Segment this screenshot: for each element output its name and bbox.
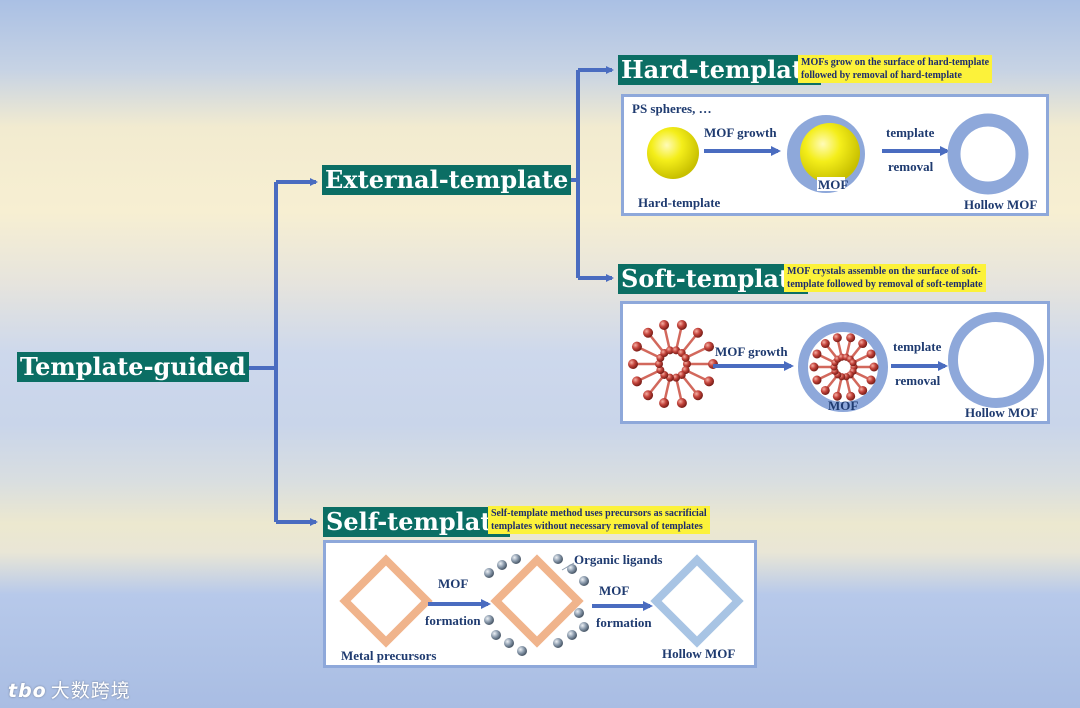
- ps-sphere: [647, 127, 699, 179]
- node-external-template: External-template: [322, 165, 572, 195]
- micelle-head: [672, 373, 681, 382]
- note-soft-template: MOF crystals assemble on the surface of …: [784, 264, 986, 292]
- metal-precursors-label: Metal precursors: [341, 648, 437, 663]
- micelle-head: [704, 341, 715, 352]
- micelle-head: [631, 341, 642, 352]
- micelle-head: [812, 349, 822, 359]
- hollow-mof-label: Hollow MOF: [965, 405, 1039, 420]
- micelle-head: [866, 349, 876, 359]
- ligand-ball: [579, 576, 589, 586]
- hollow-mof-ring: [947, 113, 1029, 195]
- mof-label-bg: [817, 177, 845, 191]
- micelle-head: [643, 327, 654, 338]
- mof-growth-label: MOF growth: [704, 125, 777, 140]
- self-template-panel: Organic ligands MOF formation MOF format…: [323, 540, 757, 668]
- mof-shell: [798, 322, 888, 412]
- ligand-ball: [567, 630, 577, 640]
- ligand-ball: [504, 638, 514, 648]
- node-soft-template: Soft-template: [618, 264, 809, 294]
- ligand-ball: [574, 608, 584, 618]
- self-template-illustration: [339, 554, 744, 656]
- micelle-head: [665, 346, 674, 355]
- micelle-head: [809, 362, 819, 372]
- ligand-ball: [553, 554, 563, 564]
- ligand-ball: [517, 646, 527, 656]
- hollow-mof-ring: [948, 312, 1044, 408]
- ligand-ball: [497, 560, 507, 570]
- hollow-mof-label: Hollow MOF: [964, 197, 1038, 212]
- micelle-head: [683, 360, 691, 368]
- micelle-head: [692, 390, 703, 401]
- mof-formation-label-1b: formation: [425, 613, 481, 628]
- micelle-head: [832, 391, 842, 401]
- ps-spheres-label: PS spheres, …: [632, 101, 712, 116]
- micelle-head: [846, 391, 856, 401]
- soft-template-micelle: [628, 320, 718, 408]
- ligand-ball: [484, 568, 494, 578]
- mof-growth-label: MOF growth: [715, 344, 788, 359]
- template-label: template: [886, 125, 935, 140]
- hard-template-panel: PS spheres, … MOF growth template remova…: [621, 94, 1049, 216]
- hollow-mof-label: Hollow MOF: [662, 646, 736, 661]
- ligand-pointer: [561, 562, 575, 571]
- micelle-head: [858, 385, 868, 395]
- soft-template-panel: MOF growth template removal MOF Hollow M…: [620, 301, 1050, 424]
- ligand-ball: [567, 564, 577, 574]
- hollow-mof-diamond: [650, 554, 744, 648]
- micelle-head: [681, 353, 690, 362]
- micelle-head: [812, 375, 822, 385]
- removal-label: removal: [895, 373, 941, 388]
- mof-formation-label-1a: MOF: [438, 576, 469, 591]
- mof-formation-label-2b: formation: [596, 615, 652, 630]
- micelle-head: [631, 376, 642, 387]
- node-hard-template: Hard-template: [618, 55, 822, 85]
- note-self-template: Self-template method uses precursors as …: [488, 506, 710, 534]
- ligand-ball: [579, 622, 589, 632]
- micelle-head: [676, 320, 687, 331]
- micelle-head: [849, 359, 857, 367]
- micelle-head: [832, 333, 842, 343]
- encapsulated-micelle: [809, 333, 879, 401]
- mof-label: MOF: [818, 177, 849, 192]
- core-sphere: [800, 123, 860, 183]
- node-self-template: Self-template: [323, 507, 510, 537]
- precursor-diamond: [490, 554, 584, 648]
- hard-template-illustration: [647, 113, 1029, 195]
- micelle-head: [659, 397, 670, 408]
- template-label: template: [893, 339, 942, 354]
- micelle-head: [628, 359, 638, 369]
- micelle-head: [820, 385, 830, 395]
- hard-template-label: Hard-template: [638, 195, 721, 210]
- micelle-head: [692, 327, 703, 338]
- ligand-ball: [511, 554, 521, 564]
- micelle-head: [846, 333, 856, 343]
- watermark-logo: tbo: [8, 680, 47, 702]
- mof-formation-label-2a: MOF: [599, 583, 630, 598]
- removal-label: removal: [888, 159, 934, 174]
- organic-ligand-balls: [484, 554, 589, 656]
- ligand-ball: [491, 630, 501, 640]
- node-template-guided: Template-guided: [17, 352, 249, 382]
- mof-label: MOF: [828, 398, 859, 413]
- metal-precursor-diamond: [339, 554, 433, 648]
- soft-template-illustration: [628, 312, 1044, 412]
- micelle-head: [643, 390, 654, 401]
- watermark-text: 大数跨境: [50, 680, 131, 702]
- ligand-ball: [553, 638, 563, 648]
- micelle-head: [656, 366, 665, 375]
- micelle-head: [676, 397, 687, 408]
- note-hard-template: MOFs grow on the surface of hard-templat…: [798, 55, 993, 83]
- micelle-head: [659, 320, 670, 331]
- micelle-head: [869, 362, 879, 372]
- micelle-head: [820, 339, 830, 349]
- micelle-head: [866, 375, 876, 385]
- micelle-head: [704, 376, 715, 387]
- organic-ligands-label: Organic ligands: [574, 552, 663, 567]
- ligand-ball: [484, 615, 494, 625]
- micelle-head: [655, 360, 663, 368]
- micelle-head: [858, 339, 868, 349]
